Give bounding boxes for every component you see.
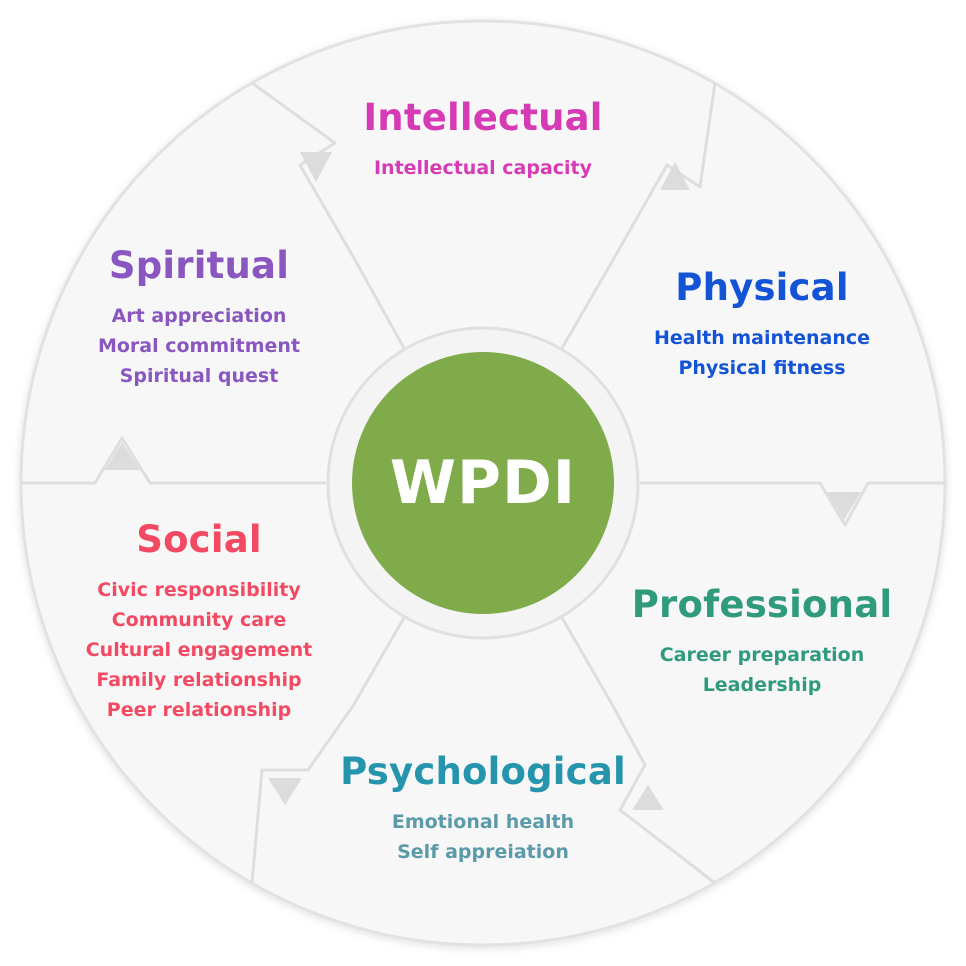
- segment-psychological: Psychological Emotional health Self appr…: [333, 750, 633, 867]
- divider-bottom-left: [250, 615, 407, 884]
- arrow-triangle-bottom-right: [632, 785, 664, 810]
- segment-title: Physical: [675, 266, 849, 309]
- segment-title: Spiritual: [108, 244, 290, 287]
- segment-item: Cultural engagement: [85, 639, 313, 661]
- segment-intellectual: Intellectual Intellectual capacity: [333, 96, 633, 183]
- segment-item: Health maintenance: [654, 327, 870, 349]
- arrow-triangle-right: [827, 492, 861, 520]
- arrow-triangle-top-right: [660, 162, 690, 190]
- center-label: WPDI: [389, 448, 577, 518]
- arrow-triangle-top-left: [300, 152, 332, 182]
- segment-professional: Professional Career preparation Leadersh…: [612, 583, 912, 700]
- segment-item: Moral commitment: [97, 335, 301, 357]
- divider-left: [21, 436, 326, 485]
- segment-item: Family relationship: [96, 669, 302, 691]
- segment-item: Peer relationship: [106, 699, 292, 721]
- segment-spiritual: Spiritual Art appreciation Moral commitm…: [49, 244, 349, 391]
- segment-title: Psychological: [340, 750, 626, 793]
- segment-items: Art appreciation Moral commitment Spirit…: [49, 301, 349, 391]
- segment-items: Health maintenance Physical fitness: [612, 323, 912, 383]
- divider-right: [640, 481, 945, 527]
- divider-bottom-right: [559, 615, 716, 885]
- segment-social: Social Civic responsibility Community ca…: [49, 518, 349, 725]
- segment-item: Physical fitness: [678, 357, 846, 379]
- segment-title: Professional: [631, 583, 893, 626]
- segment-item: Art appreciation: [111, 305, 287, 327]
- segment-items: Career preparation Leadership: [612, 640, 912, 700]
- divider-lines: [21, 81, 945, 885]
- segment-title: Intellectual: [363, 96, 603, 139]
- arrow-triangle-bottom-left: [268, 778, 302, 805]
- segment-item: Emotional health: [391, 811, 575, 833]
- segment-item: Career preparation: [659, 644, 865, 666]
- segment-item: Leadership: [702, 674, 822, 696]
- arrow-triangles: [105, 152, 861, 810]
- segment-item: Community care: [111, 609, 287, 631]
- divider-top-left: [251, 81, 407, 351]
- arrow-triangle-left: [105, 442, 140, 470]
- segment-title: Social: [136, 518, 262, 561]
- center-hub: WPDI: [352, 352, 614, 614]
- segment-item: Civic responsibility: [97, 579, 301, 601]
- segment-items: Emotional health Self appreiation: [333, 807, 633, 867]
- segment-items: Intellectual capacity: [333, 153, 633, 183]
- divider-top-right: [559, 82, 717, 351]
- segment-physical: Physical Health maintenance Physical fit…: [612, 266, 912, 383]
- segment-item: Spiritual quest: [119, 365, 279, 387]
- segment-item: Intellectual capacity: [373, 157, 593, 179]
- segment-item: Self appreiation: [397, 841, 569, 863]
- segment-items: Civic responsibility Community care Cult…: [49, 575, 349, 725]
